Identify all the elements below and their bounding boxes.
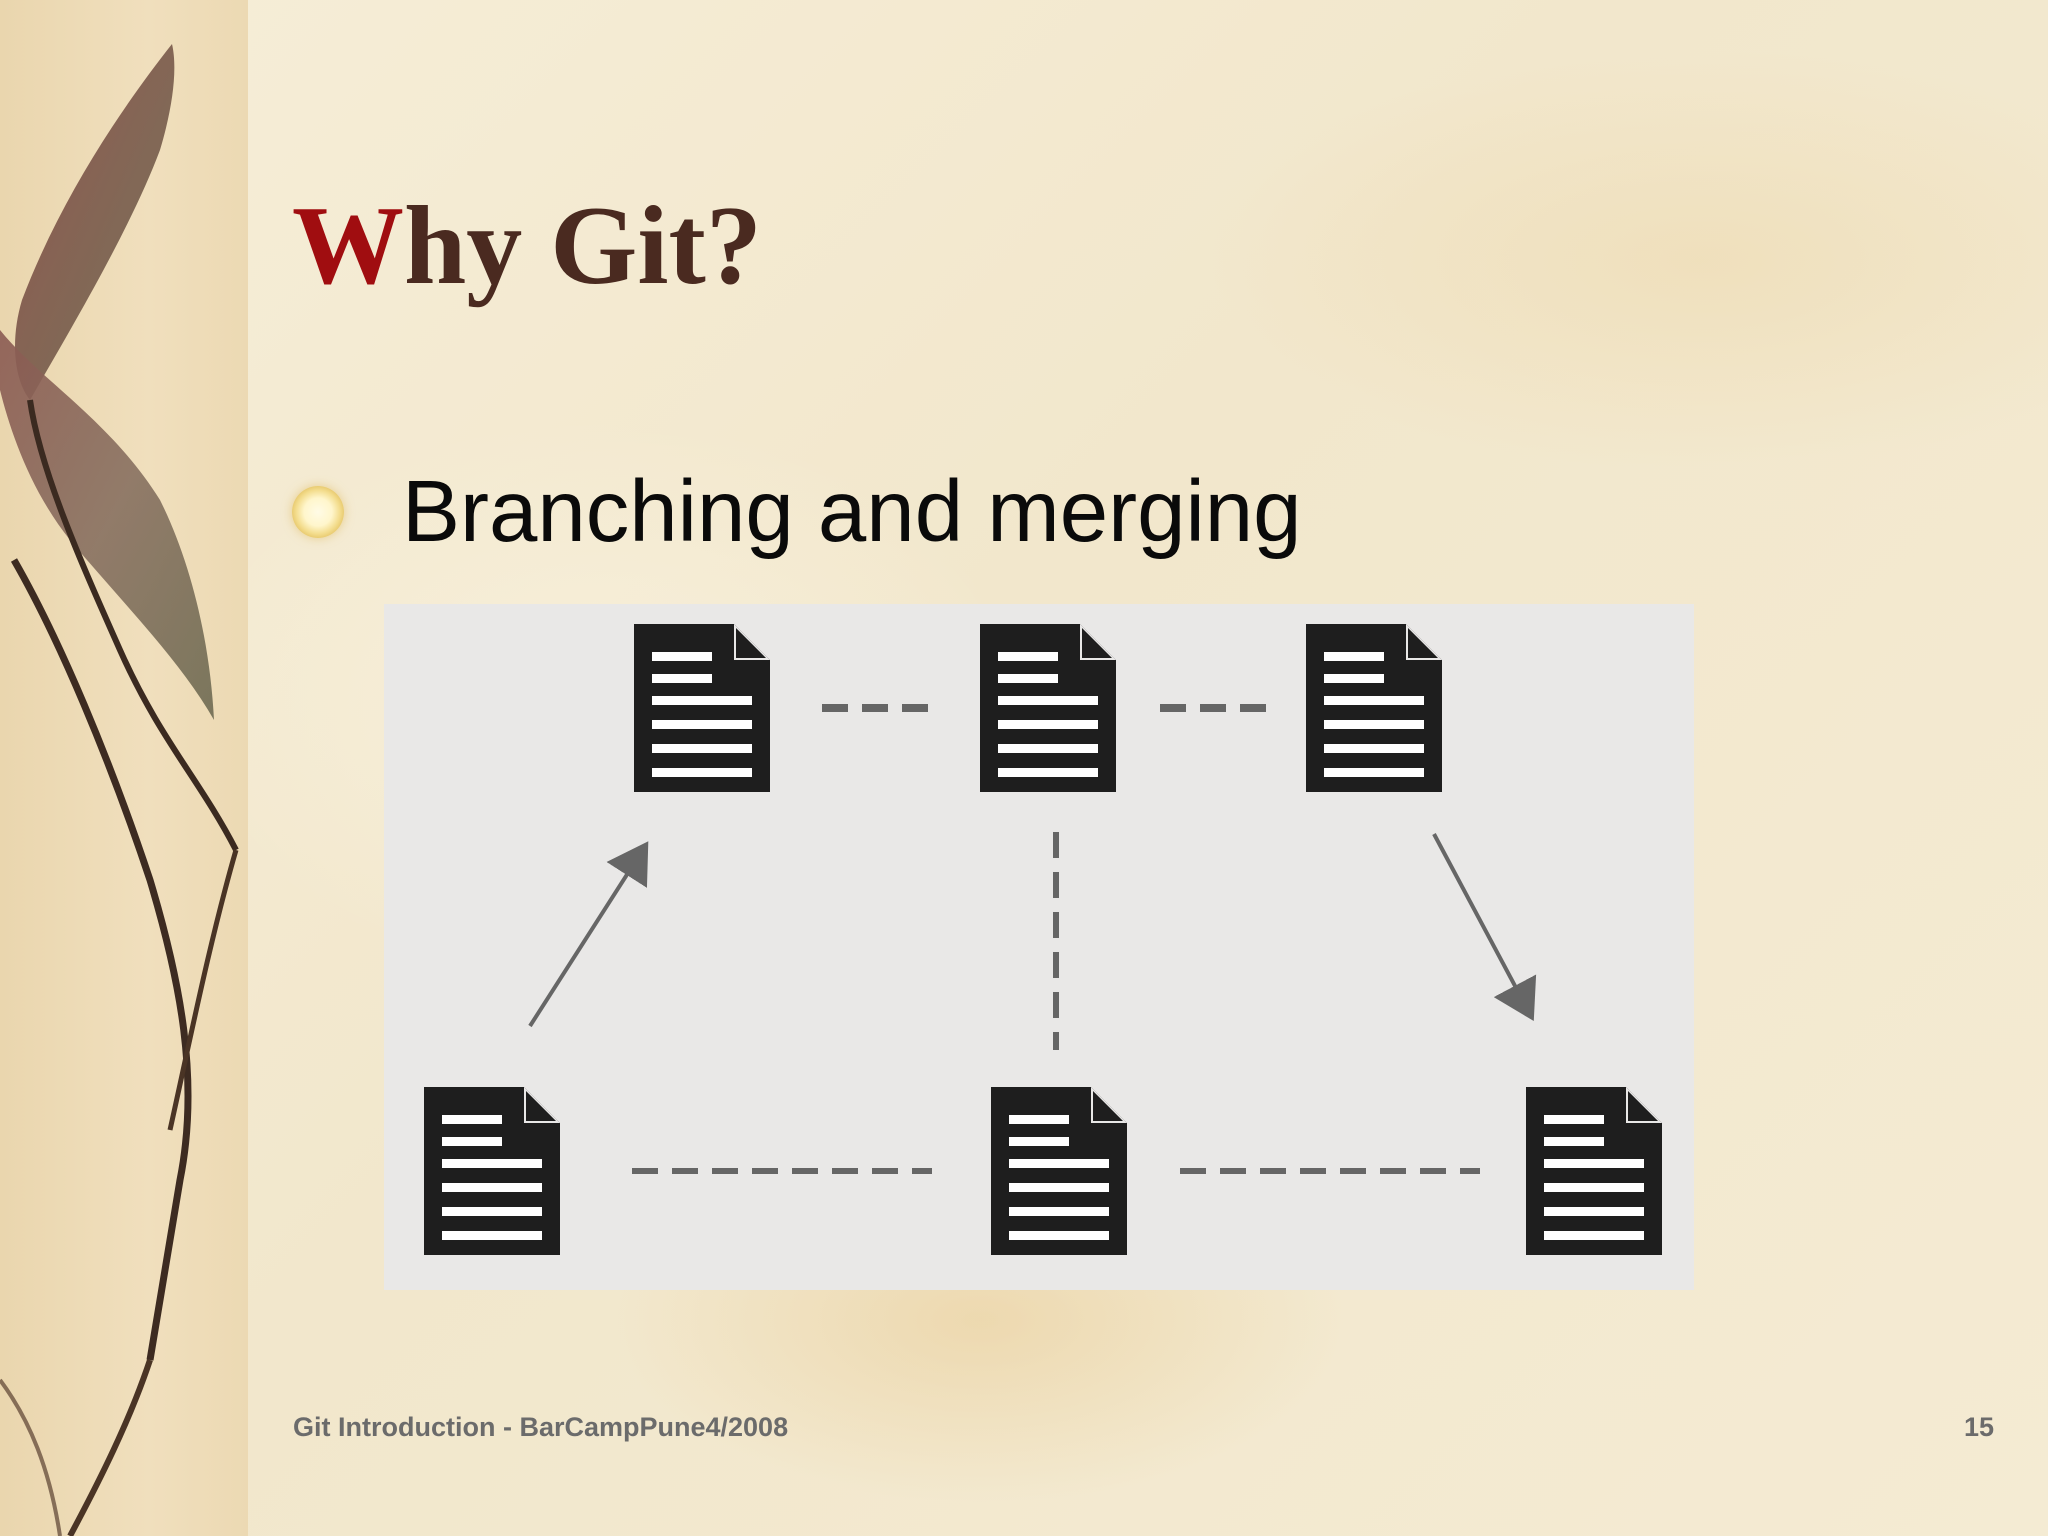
leaf-branch-illustration bbox=[0, 44, 239, 1536]
document-icon-top-1 bbox=[634, 624, 770, 792]
branching-diagram bbox=[384, 604, 1694, 1290]
document-icon-bottom-3 bbox=[1526, 1087, 1662, 1255]
title-rest: hy Git? bbox=[404, 184, 762, 308]
diagram-canvas bbox=[424, 624, 1662, 1255]
arrow-branch-out bbox=[528, 841, 649, 1028]
bullet-item: Branching and merging bbox=[292, 462, 1302, 562]
bullet-text: Branching and merging bbox=[402, 463, 1302, 560]
page-number: 15 bbox=[1963, 1412, 1994, 1442]
document-icon-top-2 bbox=[980, 624, 1116, 792]
bullet-icon bbox=[292, 486, 344, 538]
slide-title: Why Git? bbox=[292, 190, 762, 302]
slide-footer: Git Introduction - BarCampPune4/2008 bbox=[293, 1412, 789, 1442]
title-accent-letter: W bbox=[292, 184, 404, 308]
document-icon-bottom-1 bbox=[424, 1087, 560, 1255]
document-icon-bottom-2 bbox=[991, 1087, 1127, 1255]
arrow-merge-in bbox=[1432, 833, 1537, 1022]
document-icon-top-3 bbox=[1306, 624, 1442, 792]
